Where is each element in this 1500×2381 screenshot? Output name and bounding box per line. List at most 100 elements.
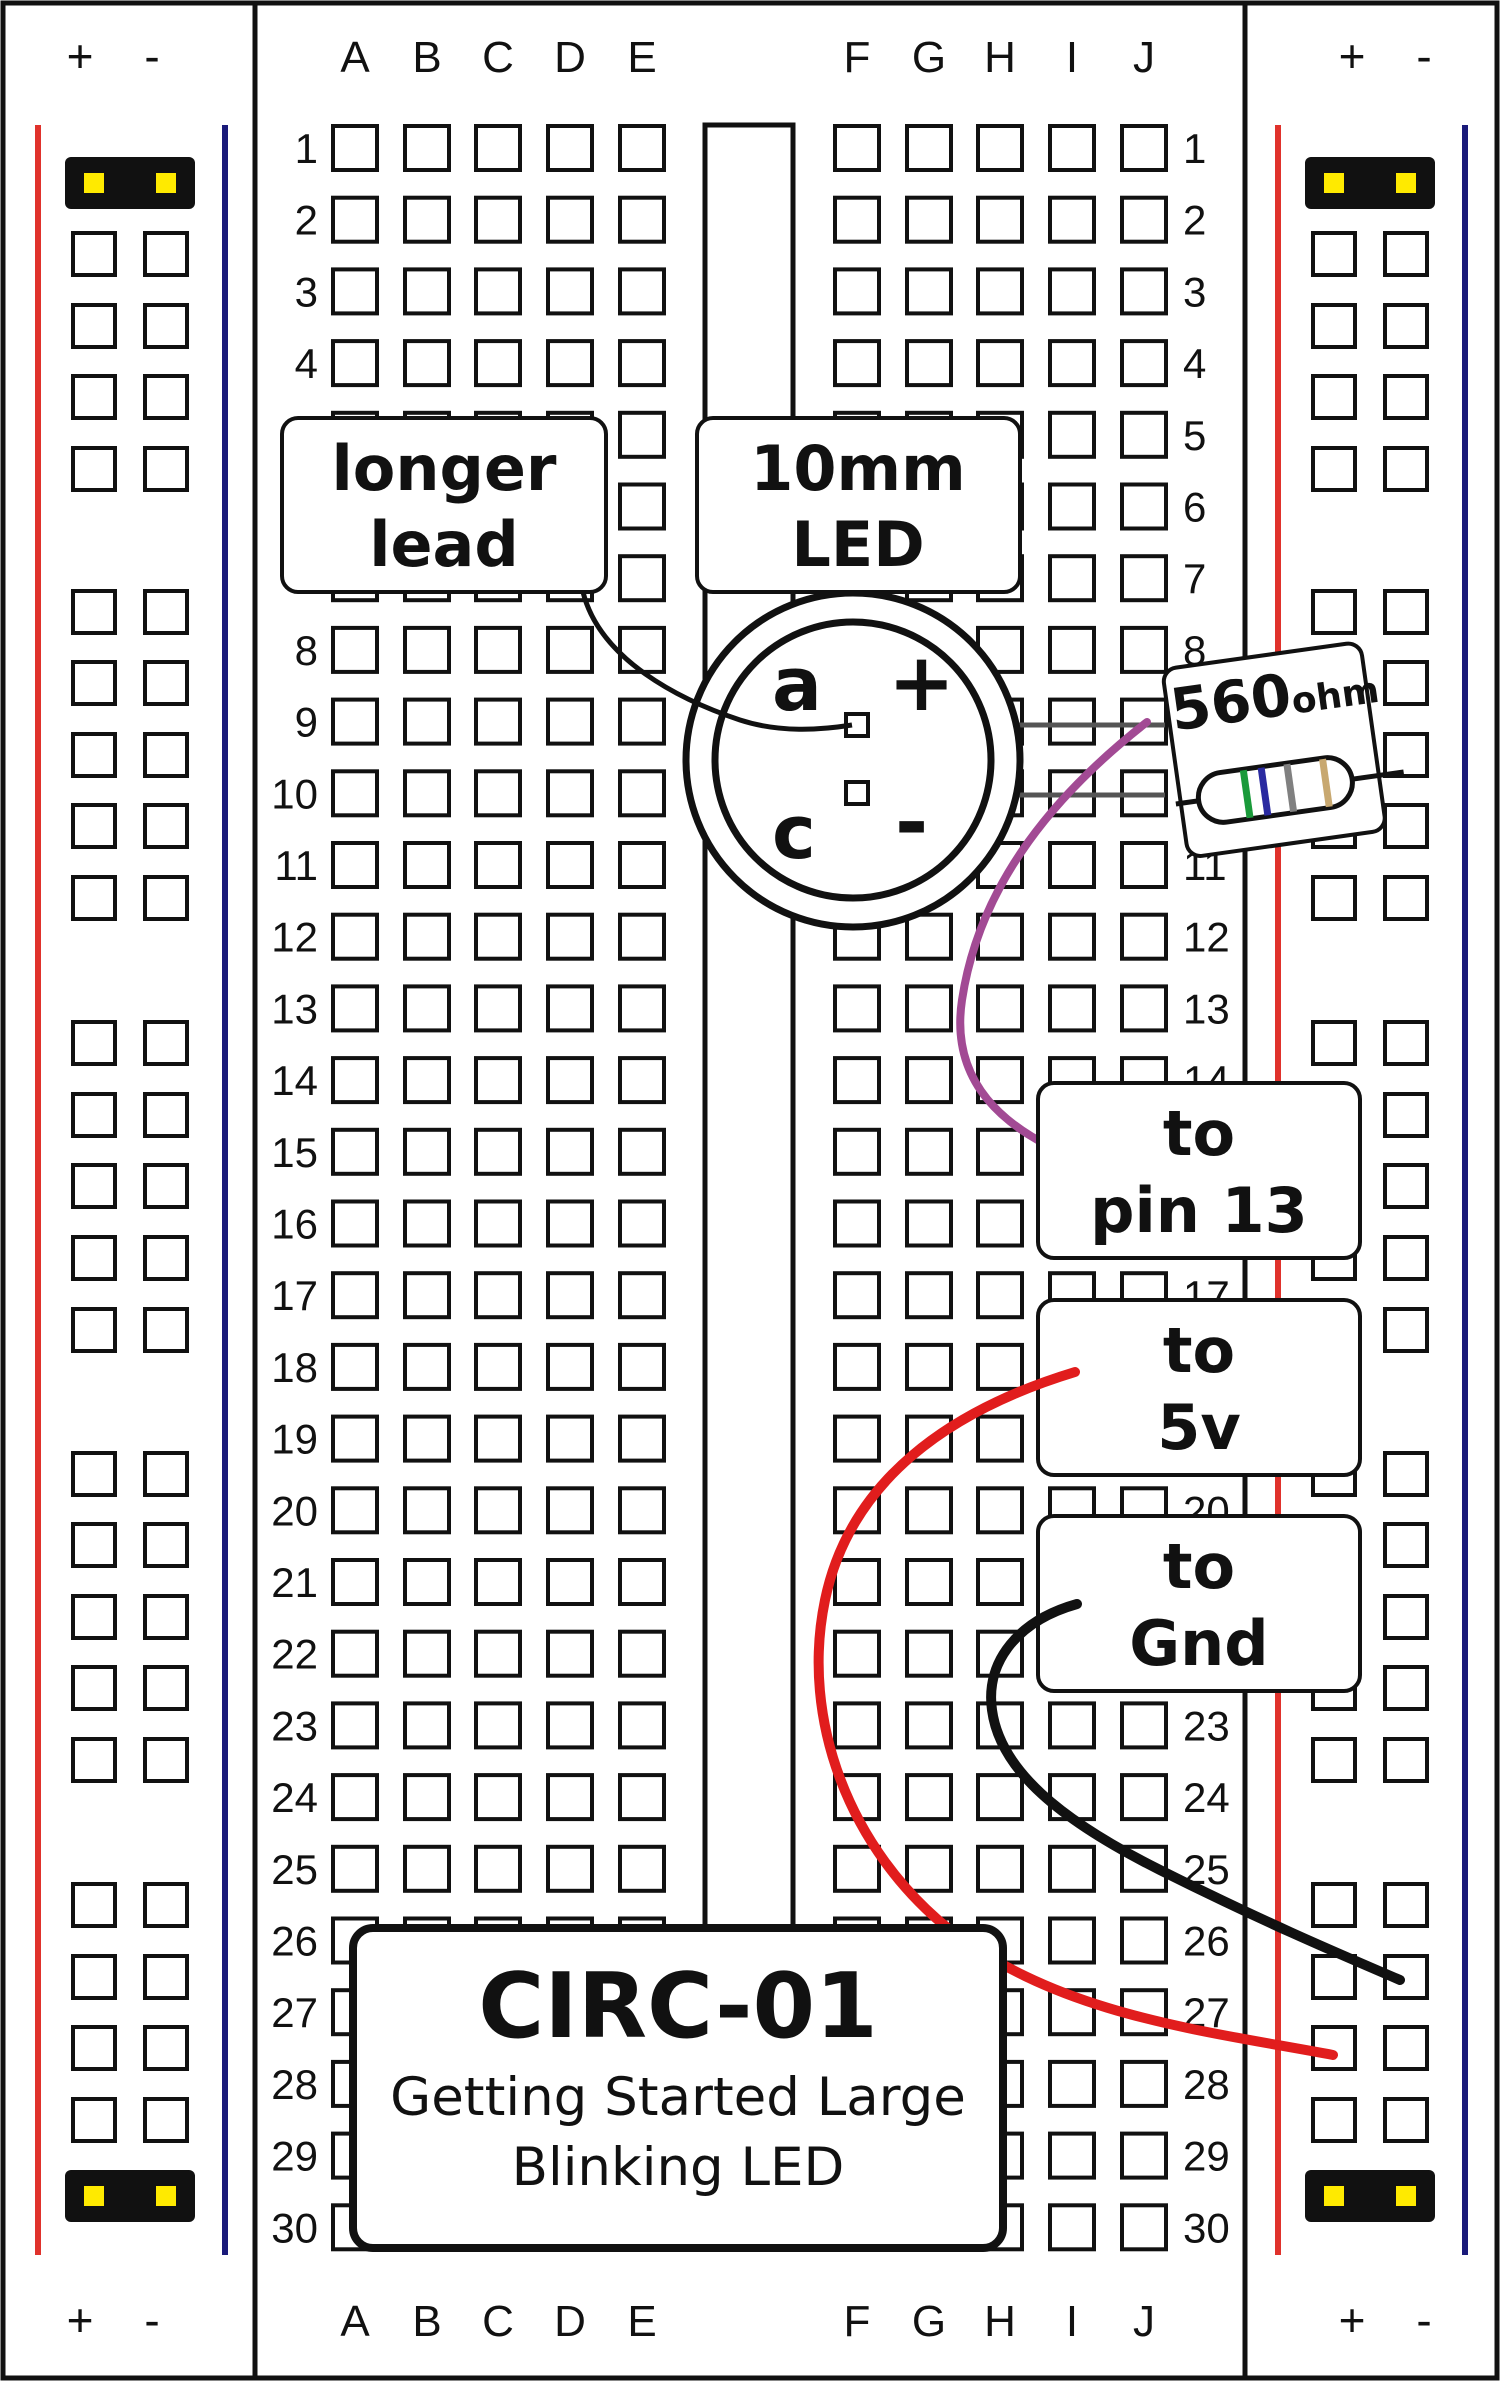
- breadboard-hole: [1048, 2059, 1096, 2108]
- column-label: B: [412, 2297, 441, 2346]
- rail-hole: [1311, 2097, 1357, 2143]
- breadboard-hole: [546, 841, 594, 889]
- resistor-band-green: [1239, 769, 1254, 819]
- row-label-left: 11: [274, 842, 318, 889]
- breadboard-hole: [403, 697, 451, 746]
- breadboard-hole: [331, 1056, 379, 1105]
- led-cathode-label: c: [772, 790, 816, 876]
- rail-hole: [71, 1522, 117, 1568]
- breadboard-hole: [474, 1056, 522, 1105]
- rail-hole: [143, 2025, 189, 2071]
- rail-hole: [143, 732, 189, 778]
- breadboard-hole: [1048, 554, 1096, 603]
- breadboard-hole: [331, 912, 379, 961]
- rail-hole: [71, 1092, 117, 1138]
- row-label-left: 17: [271, 1272, 318, 1319]
- rail-hole: [71, 1307, 117, 1353]
- svg-text:5v: 5v: [1157, 1391, 1241, 1464]
- breadboard-hole: [403, 984, 451, 1033]
- row-label-left: 26: [271, 1918, 318, 1965]
- breadboard-hole: [1120, 195, 1168, 244]
- rail-hole: [1383, 2097, 1429, 2143]
- breadboard-hole: [1120, 912, 1168, 961]
- rail-hole: [1311, 875, 1357, 921]
- column-label: B: [412, 33, 441, 82]
- breadboard-hole: [1048, 1844, 1096, 1893]
- row-label-left: 9: [295, 699, 318, 746]
- callout-to-5v: to 5v: [1036, 1298, 1362, 1477]
- breadboard-hole: [976, 1342, 1024, 1391]
- breadboard-hole: [474, 124, 522, 172]
- breadboard-hole: [546, 697, 594, 746]
- breadboard-hole: [331, 984, 379, 1033]
- breadboard-hole: [546, 1844, 594, 1893]
- breadboard-hole: [833, 1342, 881, 1391]
- row-label-right: 5: [1183, 412, 1206, 459]
- rail-hole: [143, 875, 189, 921]
- contact-dot: [1324, 2186, 1344, 2206]
- row-label-right: 30: [1183, 2204, 1230, 2251]
- column-label: I: [1066, 2297, 1078, 2346]
- row-label-left: 20: [271, 1487, 318, 1534]
- row-label-left: 19: [271, 1416, 318, 1463]
- breadboard-hole: [618, 625, 666, 674]
- rail-hole: [1383, 1020, 1429, 1066]
- column-label: D: [554, 33, 586, 82]
- breadboard-hole: [976, 1773, 1024, 1822]
- breadboard-hole: [1120, 410, 1168, 459]
- breadboard-hole: [546, 1701, 594, 1750]
- breadboard-hole: [618, 410, 666, 459]
- breadboard-hole: [474, 697, 522, 746]
- breadboard-hole: [905, 267, 953, 316]
- rail-hole: [1383, 446, 1429, 492]
- callout-to-gnd: to Gnd: [1036, 1514, 1362, 1693]
- breadboard-hole: [618, 482, 666, 531]
- row-label-left: 21: [271, 1559, 318, 1606]
- rail-hole: [1383, 803, 1429, 849]
- breadboard-hole: [618, 984, 666, 1033]
- rail-hole: [1383, 875, 1429, 921]
- rail-hole: [143, 1020, 189, 1066]
- breadboard-hole: [618, 1414, 666, 1463]
- breadboard-hole: [1120, 1916, 1168, 1965]
- contact-dot: [1396, 173, 1416, 193]
- breadboard-hole: [331, 1271, 379, 1320]
- rail-hole: [1383, 303, 1429, 349]
- rail-end-contact: [1305, 2170, 1435, 2222]
- rail-hole: [143, 1594, 189, 1640]
- breadboard-hole: [833, 1199, 881, 1248]
- row-label-left: 2: [295, 197, 318, 244]
- breadboard-hole: [331, 1701, 379, 1750]
- row-label-left: 13: [271, 985, 318, 1032]
- row-label-right: 6: [1183, 484, 1206, 531]
- breadboard-hole: [403, 1629, 451, 1678]
- rail-sign-labels: +-+-+-+-: [67, 30, 1432, 2346]
- gnd-wire: [986, 1599, 1405, 1985]
- rail-hole: [143, 803, 189, 849]
- rail-hole: [143, 1522, 189, 1568]
- breadboard-hole: [403, 1271, 451, 1320]
- rail-hole: [1383, 2025, 1429, 2071]
- breadboard-hole: [1120, 554, 1168, 603]
- breadboard-hole: [1048, 267, 1096, 316]
- breadboard-hole: [976, 1271, 1024, 1320]
- rail-hole: [71, 374, 117, 420]
- led-anode-label: a: [772, 642, 822, 728]
- breadboard-hole: [833, 124, 881, 172]
- breadboard-hole: [833, 1127, 881, 1176]
- rail-hole: [143, 1954, 189, 2000]
- breadboard-hole: [474, 1127, 522, 1176]
- rail-hole: [143, 1163, 189, 1209]
- column-label: E: [627, 2297, 656, 2346]
- breadboard-hole: [618, 1199, 666, 1248]
- column-label: J: [1133, 33, 1155, 82]
- breadboard-hole: [474, 1199, 522, 1248]
- breadboard-hole: [403, 1486, 451, 1535]
- breadboard-hole: [403, 1342, 451, 1391]
- rail-hole: [1383, 231, 1429, 277]
- breadboard-hole: [618, 339, 666, 388]
- breadboard-hole: [1120, 1773, 1168, 1822]
- breadboard-hole: [403, 124, 451, 172]
- rail-hole: [71, 1594, 117, 1640]
